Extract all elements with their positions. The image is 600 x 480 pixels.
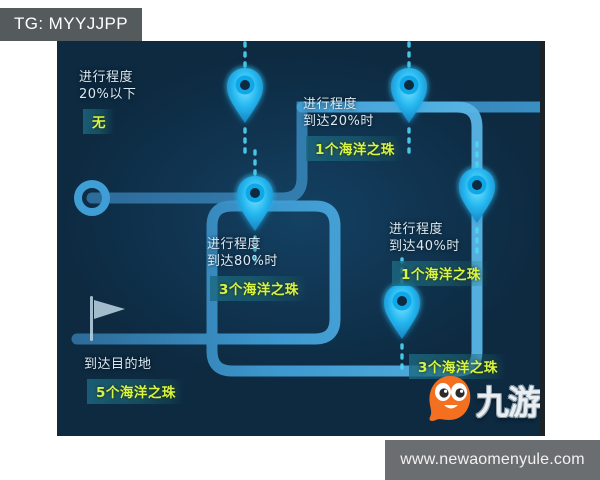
label-progress-tier-under-20: 进行程度 (79, 70, 134, 85)
map-pin-tier-60[interactable] (380, 257, 424, 370)
label-threshold-tier-40: 到达40%时 (389, 239, 460, 254)
map-pin-tier-80[interactable] (233, 149, 277, 262)
map-pin-tier-20[interactable] (387, 41, 431, 154)
reward-tier-40: 1个海洋之珠 (392, 261, 490, 286)
label-threshold-tier-80: 到达80%时 (207, 254, 278, 269)
label-threshold-tier-20: 到达20%时 (303, 114, 374, 129)
road-path-graphic (71, 41, 545, 377)
jiuyou-logo-text: 九游 (476, 383, 541, 422)
destination-flag-icon (90, 296, 125, 341)
reward-tier-20: 1个海洋之珠 (306, 136, 404, 161)
reward-destination: 5个海洋之珠 (87, 379, 185, 404)
map-pin-tier-40[interactable] (455, 141, 499, 254)
label-threshold-tier-under-20: 20%以下 (79, 87, 137, 102)
url-watermark-bar: www.newaomenyule.com (385, 440, 600, 480)
route-start-marker (74, 180, 110, 216)
map-pin-tier-80-top[interactable] (223, 41, 267, 154)
jiuyou-logo: 九游 (424, 370, 542, 428)
tg-watermark-tag: TG: MYYJJPP (0, 8, 142, 41)
road-segment-top (86, 101, 545, 204)
jiuyou-mascot-icon (429, 376, 471, 421)
reward-tier-80: 3个海洋之珠 (210, 276, 308, 301)
label-threshold-destination: 到达目的地 (84, 357, 152, 372)
label-progress-tier-20: 进行程度 (303, 97, 358, 112)
reward-tier-under-20: 无 (83, 109, 115, 134)
progress-roadmap-panel: 进行程度 20%以下 无 进行程度 到达20%时 1个海洋之珠 进行程度 到达4… (57, 41, 545, 436)
label-progress-tier-40: 进行程度 (389, 222, 444, 237)
reward-tier-60: 3个海洋之珠 (409, 354, 507, 379)
label-progress-tier-80: 进行程度 (207, 237, 262, 252)
